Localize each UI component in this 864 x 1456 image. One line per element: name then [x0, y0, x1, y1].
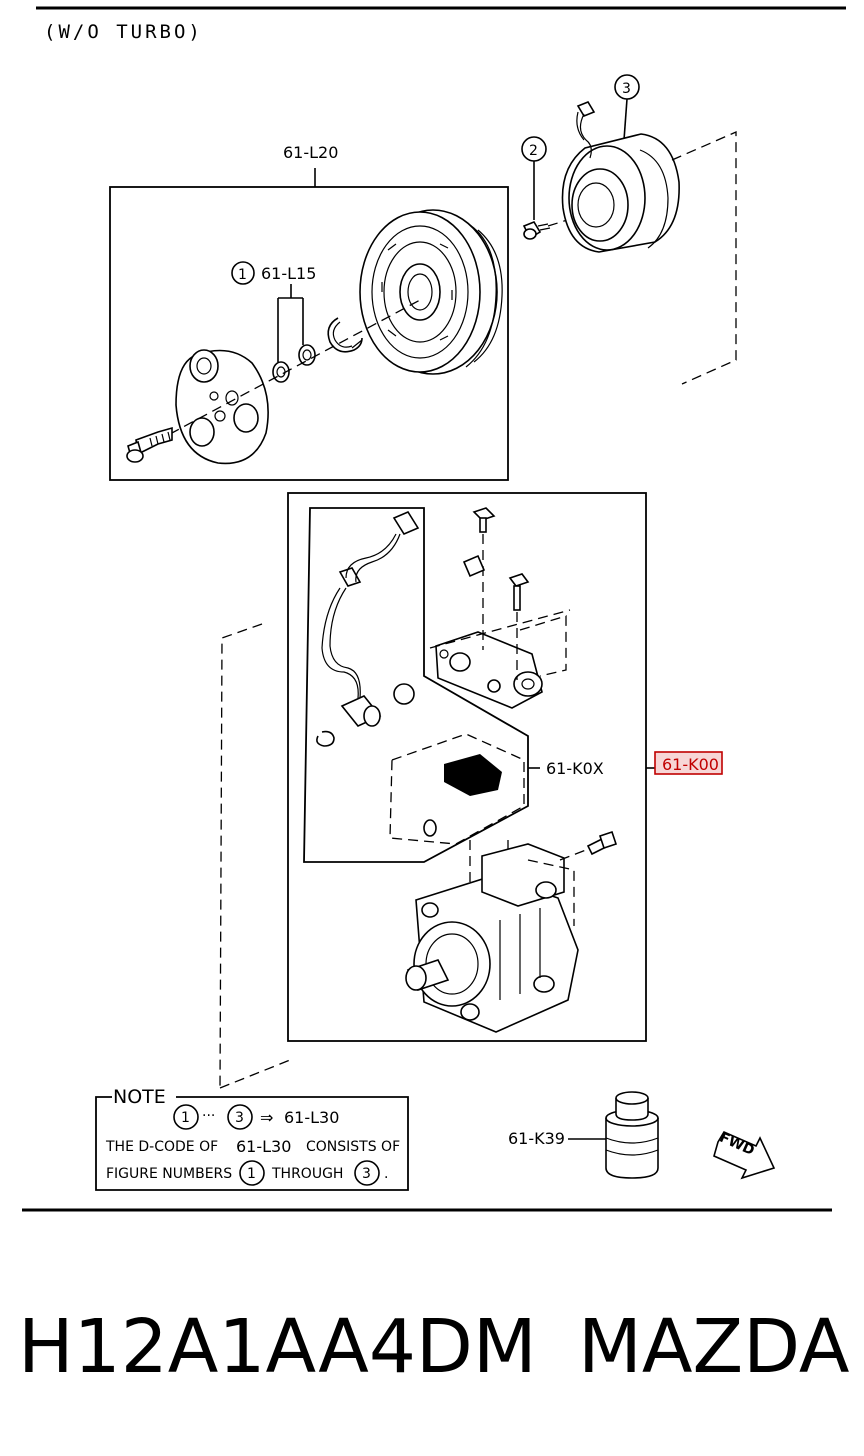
coil-connector-icon — [576, 101, 596, 159]
note-line2-b: CONSISTS OF — [306, 1139, 400, 1155]
pulley-icon — [359, 209, 503, 375]
note-line3-from: 1 — [247, 1166, 256, 1182]
callout-61-K00-highlight — [654, 751, 723, 775]
note-line2-a: THE D-CODE OF — [105, 1139, 218, 1155]
gasket-icon — [389, 733, 525, 845]
callout-61-K39: 61-K39 — [508, 1129, 565, 1148]
note-line1-arrow: ⇒ — [260, 1108, 273, 1127]
compressor-body-icon — [405, 840, 579, 1033]
field-coil-group: 3 2 — [521, 74, 737, 385]
note-line1-sep: ··· — [202, 1108, 215, 1124]
fwd-label: FWD — [717, 1129, 757, 1159]
note-title: NOTE — [113, 1086, 166, 1108]
shim-set: 1 61-L15 — [231, 261, 316, 383]
note-line3-b: THROUGH — [271, 1166, 343, 1182]
oil-bottle-group: 61-K39 — [508, 1091, 659, 1179]
callout-number-2: 2 — [529, 143, 538, 159]
compressor-bolt-icon — [559, 830, 618, 861]
footer-part-number: H12A1AA4DM — [18, 1304, 537, 1390]
callout-61-K00: 61-K00 — [662, 755, 719, 774]
callout-61-K0X: 61-K0X — [546, 759, 604, 778]
note-line1-to: 3 — [235, 1110, 244, 1126]
note-line2-code: 61-L30 — [236, 1137, 291, 1156]
compressor-group: 61-K00 61-K0X — [287, 492, 723, 1042]
callout-61-L15: 61-L15 — [261, 264, 316, 283]
callout-61-L20: 61-L20 — [283, 143, 338, 162]
bolt-icon — [126, 426, 173, 463]
wiring-harness-icon — [316, 510, 420, 747]
note-line3-to: 3 — [362, 1166, 371, 1182]
oil-bottle-icon — [605, 1091, 659, 1179]
control-valve-icon — [429, 609, 571, 709]
snap-ring-icon — [327, 317, 363, 353]
note-line3-end: . — [384, 1166, 388, 1182]
armature-plate-icon — [169, 299, 421, 465]
valve-bolt-icon — [462, 507, 530, 680]
callout-number-3: 3 — [622, 81, 631, 97]
screw-icon — [522, 209, 601, 240]
note-line3-a: FIGURE NUMBERS — [106, 1166, 232, 1182]
note-box: NOTE 1 ··· 3 ⇒ 61-L30 THE D-CODE OF 61-L… — [95, 1086, 409, 1191]
dashed-assembly-leader — [219, 623, 291, 1089]
callout-number-1: 1 — [238, 267, 247, 283]
clutch-group: 61-L20 1 61-L15 — [109, 143, 509, 481]
footer-brand: MAZDA — [578, 1304, 850, 1390]
note-line1-from: 1 — [181, 1110, 190, 1126]
note-line1-code: 61-L30 — [284, 1108, 339, 1127]
header-title: (W/O TURBO) — [44, 21, 203, 43]
fwd-arrow-icon: FWD — [713, 1129, 776, 1180]
field-coil-icon — [561, 133, 680, 253]
